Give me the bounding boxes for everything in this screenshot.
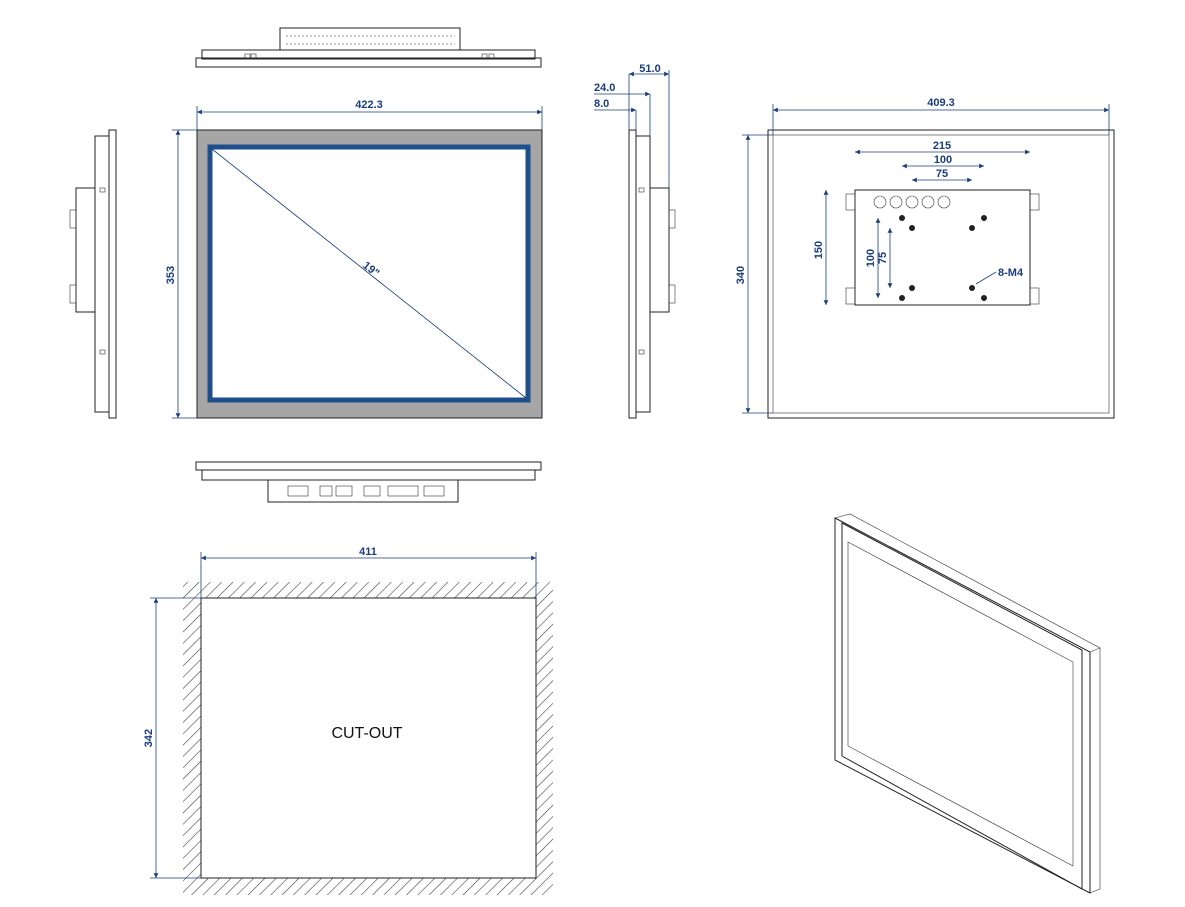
cutout-label: CUT-OUT: [331, 725, 402, 742]
front-width-label: 422.3: [355, 99, 383, 111]
top-view: [195, 27, 542, 68]
cutout-height-label: 342: [143, 729, 155, 747]
vesa-215-label: 215: [933, 140, 951, 152]
cutout-width-label: 411: [359, 546, 377, 558]
rear-view: [742, 104, 1115, 419]
front-view: [172, 106, 543, 419]
rear-width-label: 409.3: [927, 97, 955, 109]
bottom-view: [195, 461, 542, 503]
vesa-75h-label: 75: [936, 168, 948, 180]
vesa-75v-label: 75: [877, 252, 889, 264]
depth-mid-label: 24.0: [594, 82, 615, 94]
cutout-view: [150, 552, 553, 895]
vesa-100h-label: 100: [934, 154, 952, 166]
depth-bezel-label: 8.0: [594, 98, 609, 110]
screw-label: 8-M4: [998, 267, 1024, 279]
left-side-view: [69, 129, 117, 419]
depth-total-label: 51.0: [639, 63, 660, 75]
diagonal-line: [211, 148, 527, 399]
vesa-150v-label: 150: [813, 241, 825, 259]
right-side-view: [594, 70, 676, 419]
front-height-label: 353: [165, 266, 177, 284]
rear-height-label: 340: [735, 266, 747, 284]
isometric-view: [834, 513, 1101, 894]
vesa-100v-label: 100: [865, 249, 877, 267]
